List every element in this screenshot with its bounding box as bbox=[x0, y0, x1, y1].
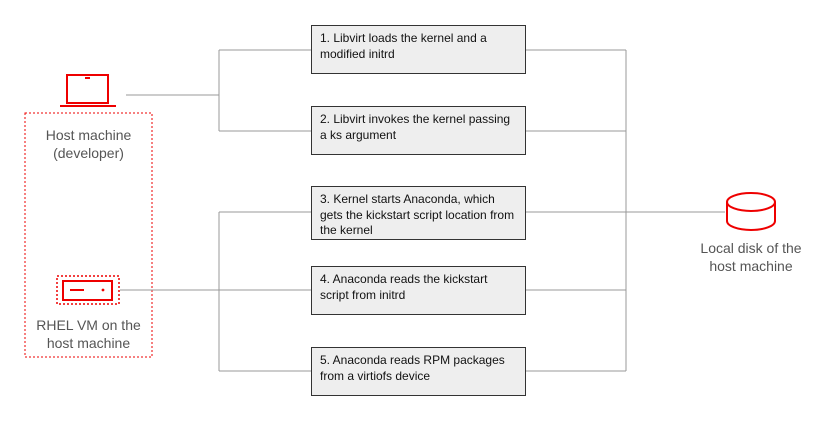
step-4-line2: script from initrd bbox=[320, 287, 406, 302]
local-disk-label-line2: host machine bbox=[709, 258, 793, 274]
disk-connectors bbox=[526, 49, 725, 372]
step-5-line1: 5. Anaconda reads RPM packages bbox=[320, 353, 505, 367]
rhel-vm-label-line1: RHEL VM on the bbox=[36, 317, 141, 333]
step-2-line2: a ks argument bbox=[320, 127, 397, 142]
host-machine-label-line1: Host machine bbox=[45, 127, 132, 143]
step-box-3: 3. Kernel starts Anaconda, which gets th… bbox=[311, 186, 526, 240]
step-box-2: 2. Libvirt invokes the kernel passing a … bbox=[311, 106, 526, 155]
disk-icon bbox=[726, 192, 776, 231]
step-1-line1: 1. Libvirt loads the kernel and a bbox=[320, 31, 487, 45]
step-5-line2: from a virtiofs device bbox=[320, 368, 431, 383]
host-connectors bbox=[126, 49, 311, 132]
rhel-vm-label: RHEL VM on the host machine bbox=[25, 316, 152, 352]
step-1-line2: modified initrd bbox=[320, 46, 395, 61]
step-box-5: 5. Anaconda reads RPM packages from a vi… bbox=[311, 347, 526, 396]
step-3-line1: 3. Kernel starts Anaconda, which bbox=[320, 192, 495, 206]
host-machine-label-line2: (developer) bbox=[53, 145, 124, 161]
step-box-1: 1. Libvirt loads the kernel and a modifi… bbox=[311, 25, 526, 74]
host-group-frame bbox=[24, 112, 153, 358]
rhel-vm-label-line2: host machine bbox=[46, 335, 131, 351]
vm-connectors bbox=[120, 211, 311, 372]
step-2-line1: 2. Libvirt invokes the kernel passing bbox=[320, 112, 511, 126]
step-3-line3: the kernel bbox=[320, 223, 373, 237]
server-icon bbox=[56, 275, 120, 305]
host-machine-label: Host machine (developer) bbox=[25, 126, 152, 162]
step-4-line1: 4. Anaconda reads the kickstart bbox=[320, 272, 488, 286]
local-disk-label: Local disk of the host machine bbox=[686, 239, 816, 275]
step-3-line2: gets the kickstart script location from bbox=[320, 207, 515, 222]
local-disk-label-line1: Local disk of the bbox=[700, 240, 802, 256]
laptop-icon bbox=[60, 74, 116, 107]
step-box-4: 4. Anaconda reads the kickstart script f… bbox=[311, 266, 526, 315]
